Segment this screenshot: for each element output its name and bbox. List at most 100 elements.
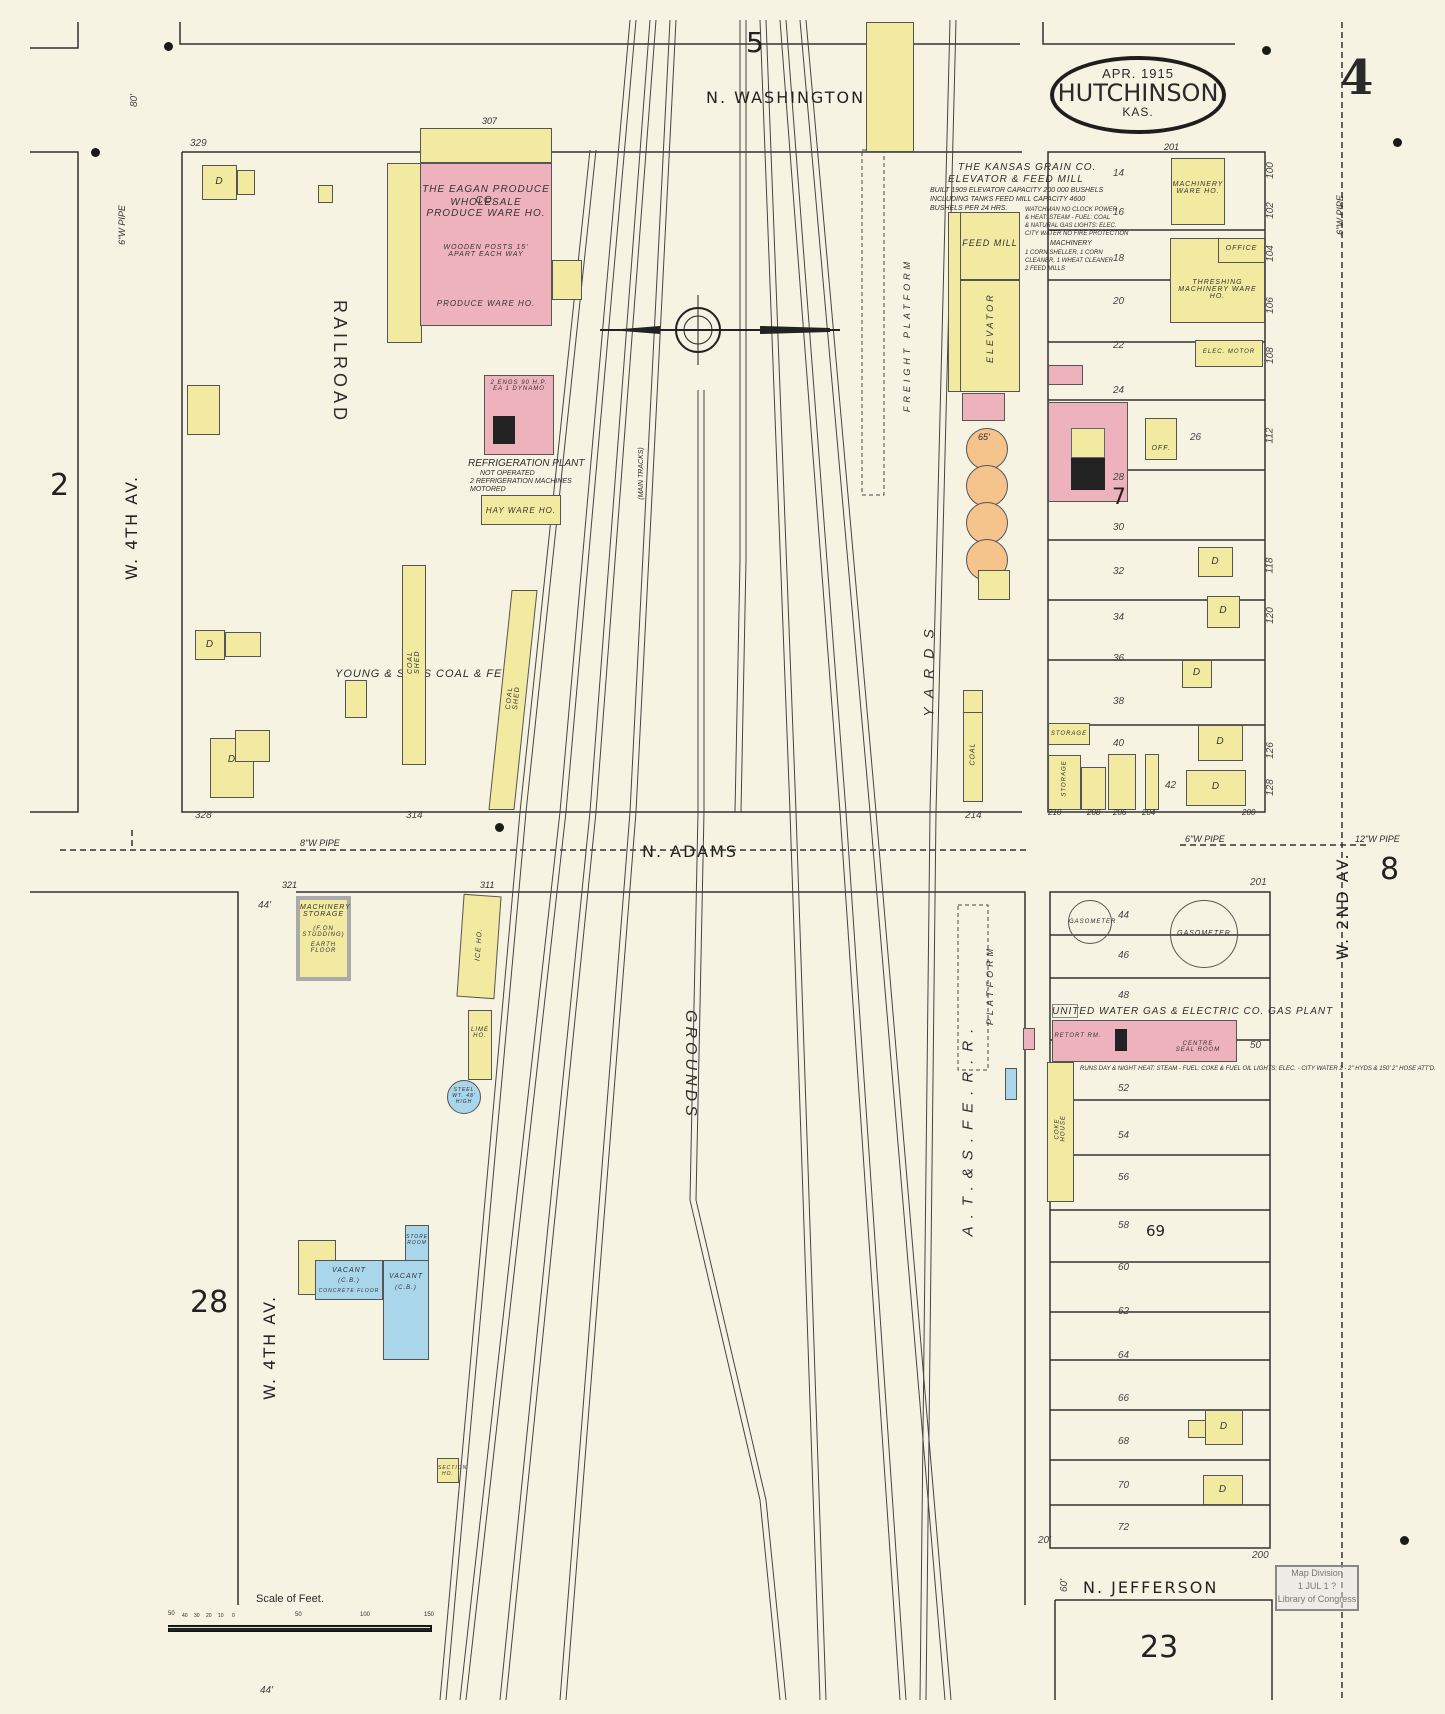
building-ice-house: ICE HO.: [456, 893, 502, 1000]
building-store-room: STORE ROOM: [405, 1225, 429, 1261]
building-gas-plant: RETORT RM. CENTRE SEAL ROOM: [1052, 1020, 1237, 1062]
pipe-label-west: 6"W PIPE: [116, 205, 127, 245]
yards-label: YARDS: [920, 619, 937, 717]
dwelling: D: [1182, 660, 1212, 688]
young-sons-label: YOUNG & SONS COAL & FEED: [335, 668, 520, 680]
street-n-adams: N. ADAMS: [642, 842, 739, 861]
building-refrigeration-plant: 2 ENGS 90 H.P. EA 1 DYNAMO: [484, 375, 554, 455]
hydrant-icon: [164, 42, 173, 51]
dwelling: D: [195, 630, 225, 660]
street-w-4th-av-lower: W. 4TH AV.: [260, 1294, 279, 1400]
building-eagan-west-wing: [387, 163, 422, 343]
building-section-house: SECTION HO.: [437, 1458, 466, 1483]
street-w-2nd-av: W. 2ND AV.: [1333, 852, 1352, 960]
concrete-tank: [966, 465, 1008, 507]
gasometer-small: GASOMETER: [1068, 900, 1115, 944]
building-iron: [1005, 1068, 1017, 1100]
building-frame: [187, 385, 220, 435]
adjoining-sheet-bottom-left: 28: [190, 1285, 229, 1320]
dwelling: D: [1198, 725, 1243, 761]
hydrant-icon: [495, 823, 504, 832]
hydrant-icon: [91, 148, 100, 157]
pipe-label-adams: 8"W PIPE: [300, 838, 340, 848]
compass-rose-icon: [600, 295, 840, 365]
building-frame: [225, 632, 261, 657]
building-storage: STORAGE: [1048, 723, 1090, 745]
grounds-label: GROUNDS: [682, 1010, 699, 1120]
building-storage-2: STORAGE: [1048, 755, 1081, 810]
steel-water-tank: STEEL WT. 48' HIGH: [447, 1080, 481, 1114]
railroad-label-west: RAILROAD: [330, 300, 350, 425]
boiler-icon: [1115, 1029, 1127, 1051]
street-n-jefferson: N. JEFFERSON: [1083, 1578, 1219, 1597]
building-buggy-house-1: [1081, 767, 1106, 810]
building-dryer: [1048, 365, 1083, 385]
building-office: OFFICE: [1218, 238, 1265, 263]
building-frame: [235, 730, 270, 762]
street-n-washington: N. WASHINGTON: [706, 88, 866, 107]
block-number-7: 7: [1112, 485, 1126, 510]
building-machinery-storage: MACHINERY STORAGE (F.ON STUDDING) EARTH …: [296, 896, 351, 981]
pipe-label-far-east: 12"W PIPE: [1355, 834, 1400, 844]
map-date: APR. 1915: [1102, 66, 1174, 81]
building-vacant-1: VACANT (C.B.) CONCRETE FLOOR: [315, 1260, 383, 1300]
adjoining-sheet-right: 8: [1380, 852, 1400, 887]
boiler-icon: [493, 416, 515, 444]
building-oil: [1023, 1028, 1035, 1050]
building-tinner-shop: [1145, 754, 1159, 810]
address-307: 307: [482, 116, 498, 126]
dwelling: D: [1186, 770, 1246, 806]
street-w-4th-av-upper: W. 4TH AV.: [122, 474, 141, 580]
building-frame: [1188, 1420, 1206, 1438]
gas-plant-label: UNITED WATER GAS & ELECTRIC CO. GAS PLAN…: [1052, 1006, 1334, 1017]
building-frame: [237, 170, 255, 195]
block-number-69: 69: [1146, 1222, 1166, 1240]
address-201: 201: [1164, 142, 1180, 152]
dwelling: D: [1205, 1410, 1243, 1445]
building-eagan-platform: [420, 128, 552, 163]
dwelling: D: [1198, 547, 1233, 577]
dwelling: D: [1203, 1475, 1243, 1505]
refrigeration-plant-label: REFRIGERATION PLANT: [468, 458, 585, 469]
building-eagan-produce: THE EAGAN PRODUCE CO. WHOLESALE PRODUCE …: [420, 163, 552, 326]
kiln-icon: [1071, 458, 1105, 490]
scale-title: Scale of Feet.: [256, 1593, 324, 1605]
atsf-label: A.T.&S.FE.R.R.: [959, 1020, 977, 1237]
building-frame: [978, 570, 1010, 600]
dwelling: D: [202, 165, 237, 200]
building-lime-house: LIME HO.: [468, 1010, 492, 1080]
building-elevator: ELEVATOR: [960, 280, 1020, 392]
hydrant-icon: [1400, 1536, 1409, 1545]
sheet-number: 4: [1340, 50, 1374, 106]
adjoining-sheet-bottom: 23: [1140, 1630, 1179, 1665]
building-hay-ware-house: HAY WARE HO.: [481, 495, 561, 525]
building-frame: [318, 185, 333, 203]
building-buggy-house-2: [1108, 754, 1136, 810]
adjoining-sheet-left: 2: [50, 468, 70, 503]
pipe-label-east: 6"W PIPE: [1334, 195, 1345, 235]
building-off: OFF.: [1145, 418, 1177, 460]
building-brick-kiln: [1048, 402, 1128, 502]
gas-plant-note: RUNS DAY & NIGHT HEAT: STEAM - FUEL: COK…: [1080, 1066, 1436, 1072]
building-vacant-2: VACANT (C.B.): [383, 1260, 429, 1360]
platform-label: PLATFORM: [985, 944, 996, 1026]
gasometer-large: GASOMETER: [1170, 900, 1238, 968]
dwelling: D: [1207, 596, 1240, 628]
building-elec-motor: ELEC. MOTOR: [1195, 340, 1263, 367]
building-frame: [345, 680, 367, 718]
concrete-tank: [966, 428, 1008, 470]
concrete-tank: [966, 502, 1008, 544]
state-name: KAS.: [1122, 105, 1154, 119]
address-321: 321: [282, 880, 298, 890]
main-tracks-label: (MAIN TRACKS): [637, 447, 645, 500]
building-coal-shed: COAL SHED: [402, 565, 426, 765]
address-311: 311: [480, 880, 495, 890]
building-coke-house: COKE HOUSE: [1047, 1062, 1074, 1202]
city-name: HUTCHINSON: [1057, 79, 1219, 107]
adjoining-sheet-top: 5: [746, 26, 764, 59]
freight-platform-label: FREIGHT PLATFORM: [902, 257, 913, 413]
hydrant-icon: [1262, 46, 1271, 55]
building-coal: COAL: [963, 712, 983, 802]
